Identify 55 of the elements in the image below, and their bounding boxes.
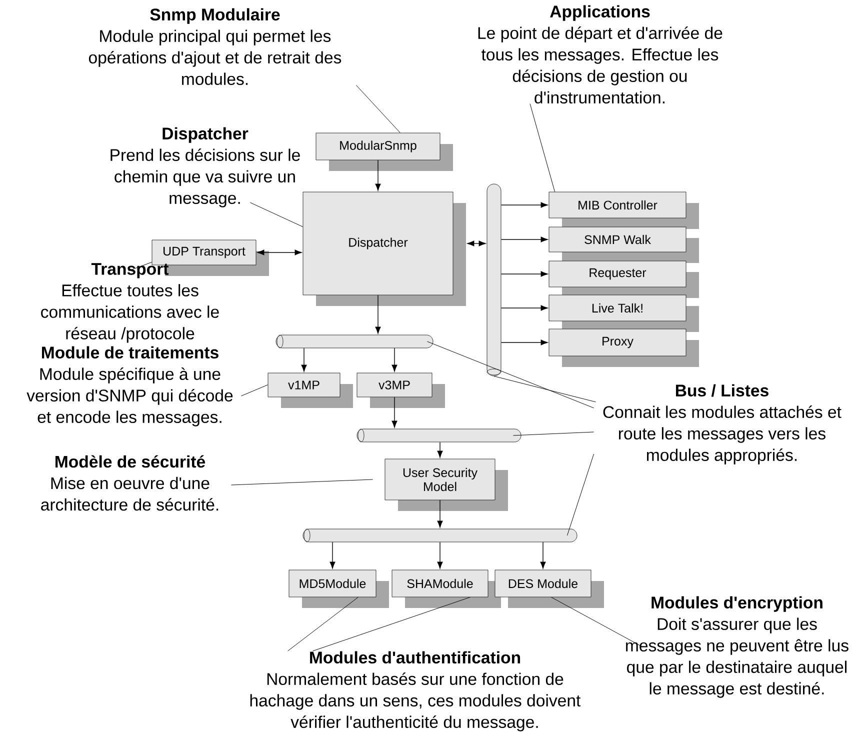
leader-line — [288, 596, 358, 652]
module-box: SHAModule — [392, 570, 501, 608]
annotation-text: Modèle de sécurité Mise en oeuvre d'une architecture de sécurité. — [41, 455, 218, 511]
module-box: MD5Module — [288, 570, 389, 608]
module-box: User Security Model — [384, 458, 508, 511]
leader-line — [566, 454, 594, 536]
arrow — [392, 348, 398, 372]
arrow — [257, 250, 302, 256]
module-box: Proxy — [548, 328, 699, 367]
bus-cylinder — [276, 334, 434, 348]
leader-line — [240, 384, 268, 396]
leader-line — [250, 202, 304, 228]
leader-line — [230, 479, 374, 486]
leader-line — [356, 84, 400, 134]
annotation-text: Module de traitements Module spécifique à une version d'SNMP qui décode et encode les messages. — [26, 346, 233, 426]
arrow — [375, 294, 381, 334]
leader-line — [128, 262, 152, 272]
module-box: MIB Controller — [548, 192, 699, 229]
annotation-text: Dispatcher Prend les décisions sur le chemin que va suivre un message. — [110, 127, 300, 208]
arrow — [437, 542, 443, 569]
annotation-text: Applications Le point de départ et d'arrivée de tous les messages. Effectue les décisions de gestion ou d'instrumentation. — [478, 5, 722, 104]
arrow — [375, 160, 381, 191]
arrow — [467, 240, 486, 246]
leader-line — [550, 596, 644, 648]
arrow — [301, 348, 307, 372]
annotation-text: Modules d'encryption Doit s'assurer que les messages ne peuvent être lus que par le destinataire auquel le message est destiné. — [626, 596, 848, 698]
annotation-text: Snmp Modulaire Module principal qui permet les opérations d'ajout et de retrait des modules. — [88, 8, 342, 86]
module-box: DES Module — [494, 570, 604, 608]
leader-line — [530, 103, 556, 192]
module-box: Dispatcher — [302, 192, 466, 306]
arrow — [500, 305, 548, 311]
arrow — [540, 542, 546, 569]
leader-line — [512, 432, 594, 436]
arrow — [330, 542, 336, 569]
arrow — [392, 396, 398, 428]
module-box: Live Talk! — [548, 294, 699, 332]
module-box: SNMP Walk — [548, 226, 699, 263]
bus-cylinder — [486, 184, 502, 376]
bus-cylinder — [302, 528, 578, 542]
bus-cylinder — [356, 428, 522, 442]
module-box: Requester — [548, 260, 699, 298]
module-box: v1MP — [268, 372, 353, 408]
annotation-text: Modules d'authentification Normalement basés sur une fonction de hachage dans un sens, ces modules doivent vérifier l'authenticité du message. — [250, 651, 581, 732]
arrow — [437, 500, 443, 528]
leader-line — [426, 341, 594, 408]
leader-line — [494, 376, 596, 402]
arrow — [437, 442, 443, 458]
module-box: v3MP — [356, 372, 445, 408]
arrow — [500, 271, 548, 277]
module-box: ModularSnmp — [316, 132, 453, 171]
leader-line — [312, 596, 470, 652]
annotation-text: Bus / Listes Connait les modules attachés et route les messages vers les modules appropriés. — [603, 384, 842, 464]
arrow — [500, 202, 548, 208]
arrow — [500, 236, 548, 242]
arrow — [500, 340, 548, 346]
